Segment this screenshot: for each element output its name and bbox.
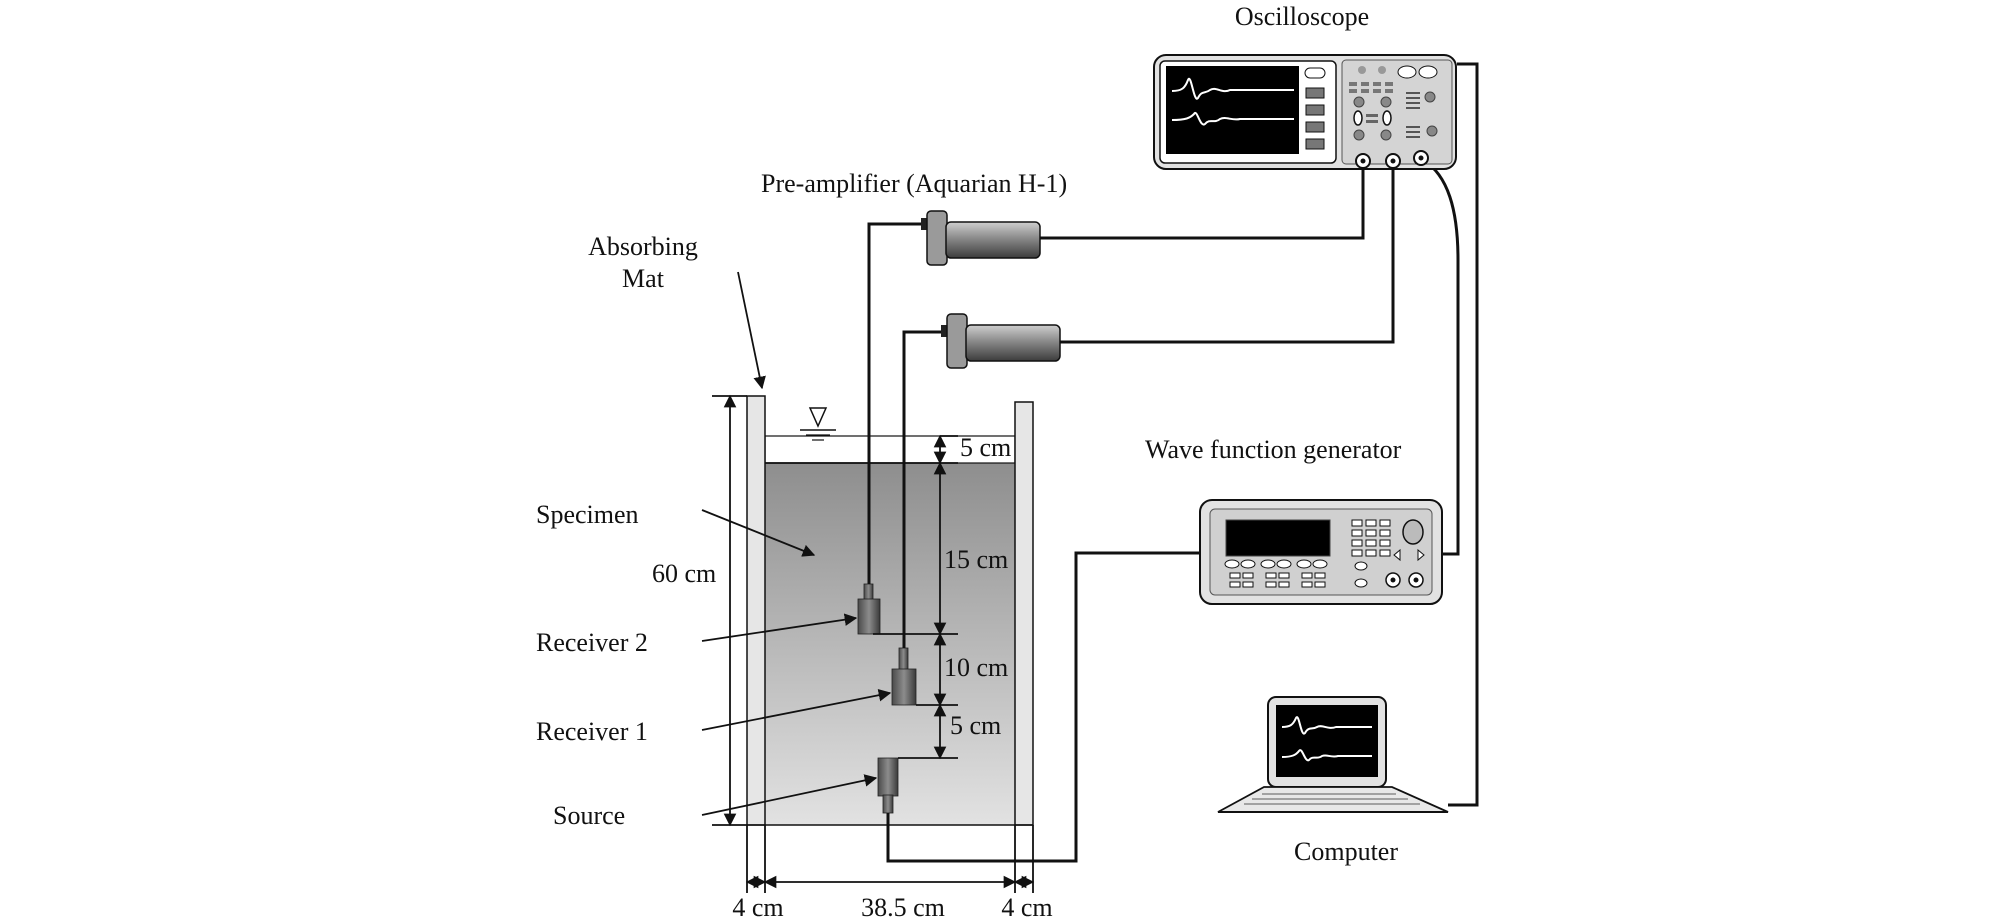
label-receiver1: Receiver 1: [536, 717, 648, 746]
dim-height-total: 60 cm: [652, 559, 716, 588]
oscilloscope-screen: [1166, 66, 1299, 154]
label-computer: Computer: [1294, 837, 1398, 866]
receiver-2-sensor: [857, 583, 881, 635]
receiver-1-sensor: [891, 647, 917, 706]
dim-receiver-spacing: 10 cm: [944, 653, 1008, 682]
dim-wall-left: 4 cm: [732, 893, 783, 922]
absorbing-mat-left: [746, 395, 766, 826]
generator-display: [1225, 519, 1331, 557]
absorbing-mat-right: [1014, 401, 1034, 826]
label-wave-generator: Wave function generator: [1145, 435, 1402, 464]
computer-laptop: [1217, 696, 1449, 813]
dimension-lines: [712, 394, 1035, 893]
label-preamp: Pre-amplifier (Aquarian H-1): [761, 169, 1067, 198]
computer-screen: [1276, 705, 1378, 777]
dim-to-receiver2: 15 cm: [944, 545, 1008, 574]
water-layer: [764, 435, 1016, 464]
label-receiver2: Receiver 2: [536, 628, 648, 657]
water-level-symbol: [800, 407, 836, 441]
cables: [867, 62, 1479, 863]
oscilloscope-device: [1153, 54, 1457, 170]
source-sensor: [877, 757, 899, 814]
label-specimen: Specimen: [536, 500, 639, 529]
label-absorbing-mat-line1: Absorbing: [588, 232, 698, 261]
dim-water-gap: 5 cm: [960, 433, 1011, 462]
label-source: Source: [553, 801, 625, 830]
labels: Oscilloscope Pre-amplifier (Aquarian H-1…: [536, 2, 1402, 922]
dim-inner-width: 38.5 cm: [861, 893, 945, 922]
label-oscilloscope: Oscilloscope: [1235, 2, 1369, 31]
label-absorbing-mat-line2: Mat: [622, 264, 665, 293]
preamp-2: [941, 313, 1061, 369]
preamp-1: [921, 210, 1041, 266]
dim-wall-right: 4 cm: [1001, 893, 1052, 922]
wave-function-generator-device: [1199, 499, 1443, 605]
dim-receiver1-to-source: 5 cm: [950, 711, 1001, 740]
leader-arrows: [701, 271, 892, 816]
